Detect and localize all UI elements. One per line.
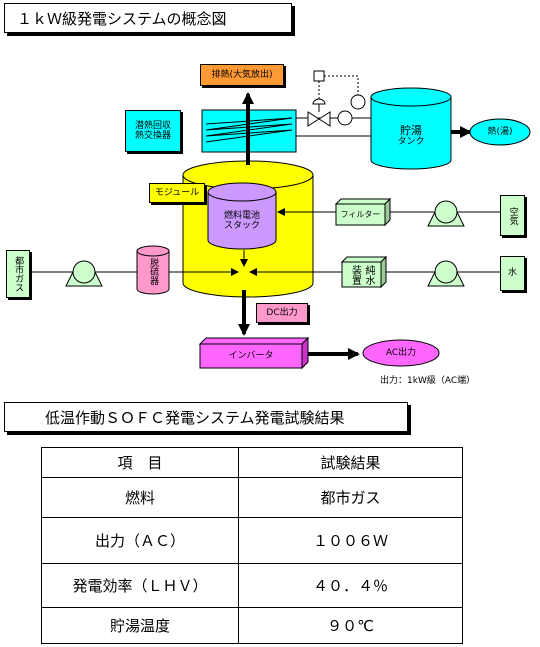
table-cell-item: 発電効率（ＬＨＶ） — [41, 563, 239, 608]
desulfurizer-label: 脱硫器 — [148, 257, 159, 285]
tank-label: 貯湯 タンク — [397, 123, 425, 148]
circulation-pump-icon — [350, 94, 366, 110]
module-label: モジュール — [149, 183, 205, 203]
table-header-row: 項 目 試験結果 — [41, 447, 463, 478]
table-cell-item: 出力（ＡＣ） — [41, 517, 239, 564]
city-gas-inlet: 都市ガス — [6, 250, 30, 298]
purifier-label: 純水 装置 — [349, 264, 375, 285]
exhaust-label: 排熱(大気放出) — [200, 64, 284, 86]
table-cell-result: ９０℃ — [238, 607, 463, 644]
inverter-label: インバータ — [228, 350, 274, 361]
water-inlet: 水 — [500, 256, 525, 291]
output-note: 出力：1kW級（AC端） — [380, 375, 476, 386]
controller-box — [313, 70, 325, 82]
table-header-item: 項 目 — [41, 447, 239, 478]
control-signal-line-2 — [324, 75, 359, 95]
results-title: 低温作動ＳＯＦＣ発電システム発電試験結果 — [4, 402, 408, 432]
diagram-title: １ｋＷ級発電システムの概念図 — [4, 3, 292, 33]
results-title-text: 低温作動ＳＯＦＣ発電システム発電試験結果 — [45, 408, 345, 427]
table-cell-item: 燃料 — [41, 477, 239, 518]
filter-box — [334, 197, 392, 227]
table-row: 発電効率（ＬＨＶ） ４０．４％ — [41, 563, 463, 608]
table-header-result: 試験結果 — [238, 447, 463, 478]
table-cell-item: 貯湯温度 — [41, 607, 239, 644]
table-row: 貯湯温度 ９０℃ — [41, 607, 463, 644]
ac-output-label: AC出力 — [385, 347, 417, 358]
control-valve-icon — [307, 98, 331, 127]
purifier-box — [340, 255, 388, 289]
desulfurizer-cylinder — [136, 245, 170, 295]
hx-coil — [205, 117, 293, 143]
dc-output-label: DC出力 — [256, 303, 308, 323]
filter-label: フィルター — [340, 209, 381, 219]
hot-water-label: 熱(湯) — [487, 126, 513, 137]
diagram-title-text: １ｋＷ級発電システムの概念図 — [17, 9, 227, 28]
air-pump-icon — [427, 200, 465, 227]
ac-output-ellipse — [362, 339, 440, 367]
air-inlet: 空気 — [500, 195, 525, 236]
inverter-box — [198, 336, 310, 370]
valve-sensor-icon — [337, 110, 353, 126]
water-pump-icon — [427, 260, 465, 287]
hot-water-ellipse — [469, 118, 531, 146]
results-table: 項 目 試験結果 燃料 都市ガス 出力（ＡＣ） １００６Ｗ 発電効率（ＬＨＶ） … — [41, 447, 463, 644]
stack-label: 燃料電池 スタック — [223, 210, 260, 231]
table-row: 燃料 都市ガス — [41, 477, 463, 518]
latent-hx-label: 潜熱回収 熱交換器 — [125, 110, 181, 152]
gas-pump-icon — [65, 260, 103, 287]
table-cell-result: 都市ガス — [238, 477, 463, 518]
table-row: 出力（ＡＣ） １００６Ｗ — [41, 517, 463, 564]
tank-cylinder — [370, 87, 452, 170]
table-cell-result: ４０．４％ — [238, 563, 463, 608]
table-cell-result: １００６Ｗ — [238, 517, 463, 564]
system-diagram — [30, 70, 531, 370]
stack-cylinder — [207, 182, 277, 250]
